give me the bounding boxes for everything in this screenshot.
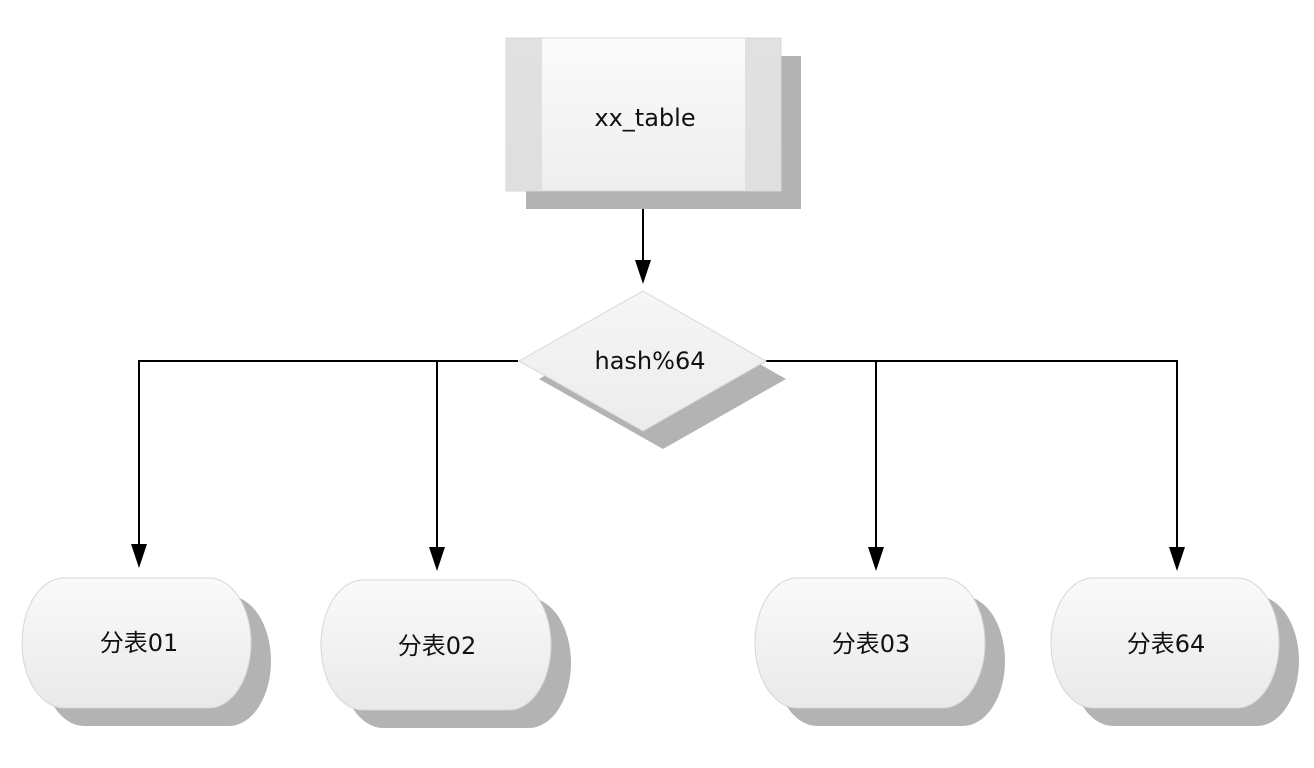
arrow-head-target-2 [429,547,445,571]
target-node-2-label: 分表02 [398,632,477,660]
source-table-node[interactable]: xx_table [505,37,801,209]
source-node-body [505,37,782,192]
target-node-1[interactable]: 分表01 [21,577,271,726]
target-node-2-body [320,579,552,711]
decision-node-body [517,290,768,432]
arrow-head-target-3 [868,547,884,571]
target-node-2[interactable]: 分表02 [320,579,571,728]
target-node-4[interactable]: 分表64 [1050,577,1299,726]
decision-node-label: hash%64 [595,347,706,375]
arrow-head-target-1 [131,544,147,568]
target-node-3-label: 分表03 [832,630,911,658]
target-node-1-body [21,577,252,709]
source-node-label: xx_table [594,104,695,132]
source-node-left-band [506,38,542,191]
arrow-head-decision [635,260,651,284]
target-node-1-label: 分表01 [100,629,179,657]
connector-to-target-1 [138,360,518,545]
decision-node[interactable]: hash%64 [517,290,786,449]
connector-to-target-4 [766,360,1178,548]
arrow-head-target-4 [1169,547,1185,571]
target-node-4-body [1050,577,1280,709]
target-node-3[interactable]: 分表03 [754,577,1005,726]
target-node-3-body [754,577,986,709]
source-node-right-band [745,38,781,191]
connectors [131,207,1185,571]
target-node-4-label: 分表64 [1127,630,1206,658]
